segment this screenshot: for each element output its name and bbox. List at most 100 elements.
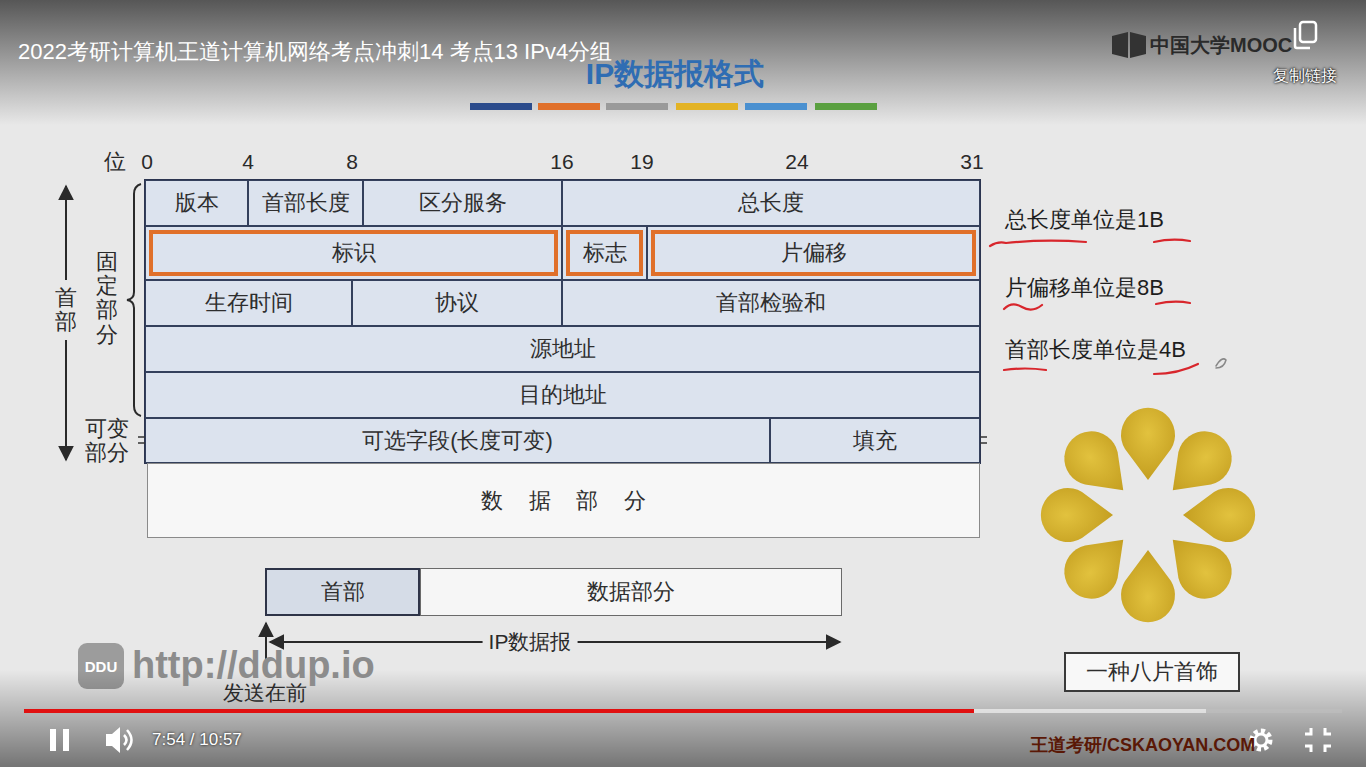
petal bbox=[1183, 488, 1255, 542]
bit-number: 24 bbox=[785, 150, 808, 174]
watermark: http://ddup.io bbox=[132, 644, 375, 687]
header-field: 协议 bbox=[352, 280, 562, 326]
dimension-label: IP数据报 bbox=[483, 628, 578, 656]
color-bar bbox=[606, 103, 668, 110]
watermark: 王道考研/CSKAOYAN.COM bbox=[1030, 733, 1255, 757]
logo-text: 中国大学MOOC bbox=[1150, 32, 1292, 59]
header-field: 目的地址 bbox=[145, 372, 980, 418]
header-field: 首部检验和 bbox=[562, 280, 980, 326]
header-field: 可选字段(长度可变) bbox=[145, 418, 770, 463]
video-title: 2022考研计算机王道计算机网络考点冲刺14 考点13 IPv4分组 bbox=[18, 37, 612, 67]
watermark: DDU bbox=[85, 658, 118, 675]
color-bar bbox=[538, 103, 600, 110]
copy-icon bbox=[1295, 22, 1316, 48]
hand-underline bbox=[1154, 240, 1190, 242]
header-field: 填充 bbox=[770, 418, 980, 463]
mooc-logo bbox=[1112, 32, 1146, 58]
copy-icon-sheet bbox=[1295, 28, 1310, 48]
field-name: 首部长度 bbox=[262, 190, 350, 215]
field-name: 一种八片首饰 bbox=[1086, 659, 1218, 684]
header-field: 源地址 bbox=[145, 326, 980, 372]
field-name: 首部检验和 bbox=[716, 290, 826, 315]
field-name: 协议 bbox=[435, 290, 479, 315]
side-label: 可变部分 bbox=[84, 417, 130, 465]
color-bar bbox=[745, 103, 807, 110]
header-field: 总长度 bbox=[562, 180, 980, 226]
progress-track bbox=[24, 709, 1342, 713]
data-part-box: 数据部分 bbox=[420, 568, 842, 616]
pause-icon bbox=[63, 729, 69, 751]
note: 片偏移单位是8B bbox=[1005, 273, 1164, 303]
hand-underline bbox=[1004, 369, 1046, 371]
diagram-title: IP数据报格式 bbox=[586, 54, 764, 95]
top-shade bbox=[0, 0, 1366, 125]
field-name: 片偏移 bbox=[781, 240, 847, 265]
color-bar bbox=[676, 103, 738, 110]
field-name: 数据部分 bbox=[587, 579, 675, 604]
copy-icon-sheet bbox=[1300, 22, 1316, 42]
field-name: 可选字段(长度可变) bbox=[362, 428, 553, 453]
petal bbox=[1121, 408, 1175, 480]
field-name: 总长度 bbox=[738, 190, 804, 215]
pen-cursor bbox=[1216, 359, 1226, 368]
field-name: 数 据 部 分 bbox=[481, 488, 647, 513]
progress-buffer bbox=[974, 709, 1206, 713]
side-label: 首部 bbox=[55, 286, 77, 334]
field-name: 源地址 bbox=[530, 336, 596, 361]
header-field: 生存时间 bbox=[145, 280, 352, 326]
bit-number: 4 bbox=[242, 150, 254, 174]
highlighted-field: 标志 bbox=[562, 226, 647, 280]
header-box: 首部 bbox=[265, 568, 420, 616]
volume-icon bbox=[127, 730, 132, 750]
progress-bar bbox=[24, 709, 1342, 713]
time-display: 7:54 / 10:57 bbox=[152, 730, 242, 750]
highlighted-field: 片偏移 bbox=[647, 226, 980, 280]
field-name: 生存时间 bbox=[205, 290, 293, 315]
hand-underline bbox=[1156, 302, 1190, 304]
color-bar bbox=[815, 103, 877, 110]
header-field: 区分服务 bbox=[363, 180, 562, 226]
field-name: 标识 bbox=[332, 240, 376, 265]
petal bbox=[1121, 550, 1175, 622]
field-name: 标志 bbox=[583, 240, 627, 265]
data-part-box: 数 据 部 分 bbox=[147, 463, 980, 538]
field-name: 版本 bbox=[175, 190, 219, 215]
field-name: 填充 bbox=[853, 428, 897, 453]
volume-icon bbox=[124, 735, 127, 745]
brace bbox=[127, 184, 141, 416]
copy-link: 复制链接 bbox=[1273, 66, 1337, 87]
color-bar bbox=[470, 103, 532, 110]
color-bars bbox=[470, 103, 877, 110]
petal bbox=[1041, 488, 1113, 542]
hand-underline bbox=[1004, 304, 1042, 309]
volume-icon bbox=[106, 727, 120, 753]
progress-played bbox=[24, 709, 974, 713]
header-field: 版本 bbox=[145, 180, 248, 226]
bit-number: 16 bbox=[550, 150, 573, 174]
bit-number: 0 bbox=[141, 150, 153, 174]
hand-underline bbox=[990, 241, 1086, 246]
bit-number: 8 bbox=[346, 150, 358, 174]
flower bbox=[1041, 408, 1255, 622]
field-name: 目的地址 bbox=[519, 382, 607, 407]
header-field: 首部长度 bbox=[248, 180, 363, 226]
bit-number: 19 bbox=[630, 150, 653, 174]
fullscreen-icon bbox=[1305, 728, 1331, 752]
note: 总长度单位是1B bbox=[1005, 205, 1164, 235]
highlighted-field: 标识 bbox=[145, 226, 562, 280]
petal bbox=[1053, 420, 1142, 509]
hand-underlines bbox=[990, 240, 1226, 374]
hand-underline bbox=[1154, 364, 1198, 374]
settings-icon bbox=[1255, 734, 1267, 746]
dimension-arrow bbox=[65, 186, 67, 280]
bit-axis-label: 位 bbox=[104, 147, 126, 177]
note: 首部长度单位是4B bbox=[1005, 335, 1186, 365]
pause-icon bbox=[50, 729, 56, 751]
caption-box: 一种八片首饰 bbox=[1064, 652, 1240, 692]
dimension-arrow bbox=[65, 340, 67, 460]
field-name: 首部 bbox=[321, 579, 365, 604]
table-outline bbox=[145, 180, 980, 463]
